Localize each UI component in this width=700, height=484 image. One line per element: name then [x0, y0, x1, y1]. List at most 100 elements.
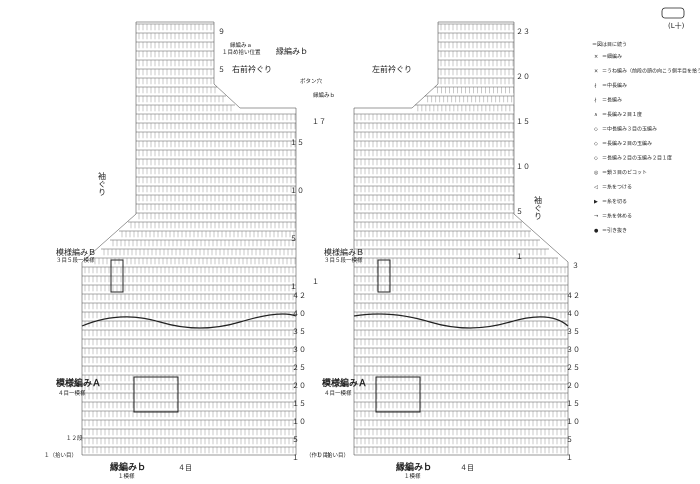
legend-symbol: ◇ [594, 141, 598, 147]
legend-text: ＝うね編み（前段の頭の向こう側半目を拾う細編み） [602, 68, 700, 75]
left-panel-rows [354, 23, 568, 454]
right-panel-mid-row-number: １ [290, 283, 297, 291]
legend-text: ＝長編み２目の玉編み [602, 140, 652, 147]
legend-text: ＝引き抜き [602, 227, 627, 234]
left-panel-top-row-number: １ [516, 253, 523, 261]
bottom-count-left: ４目 [460, 464, 474, 472]
legend-symbol: ◎ [594, 170, 599, 176]
neck-title-left: 左前衿ぐり [372, 64, 412, 74]
pattern-a-label-right: 模様編みＡ [56, 377, 101, 389]
right-panel-low-row-number: １０ [292, 418, 306, 426]
left-panel-top-row-number: １０ [516, 163, 530, 171]
right-panel-low-row-number: ３０ [292, 346, 306, 354]
legend-text: ＝糸を切る [602, 198, 627, 205]
right-panel-mid-row-number: １５ [290, 139, 304, 147]
pickup-left-right: １（拾い目） [44, 451, 77, 459]
legend-symbol: ◇ [594, 127, 598, 133]
legend-symbol: → [594, 214, 598, 220]
armhole-label-right: 袖ぐり [98, 171, 107, 196]
edge-label-a-note: １目め拾い位置 [222, 48, 261, 56]
legend-text: ＝糸を休める [602, 213, 632, 220]
pattern-a-repeat-box-left [375, 376, 421, 413]
left-panel-low-row-number: １５ [566, 400, 580, 408]
legend-text: ＝長編み２目の玉編み２目１度 [602, 155, 672, 162]
buttonhole-note: ボタン穴 [300, 77, 323, 85]
left-panel-row-numbers: ２３ ２０ １５ １０ ５ １ ４２ ４０ ３５ ３０ ２５ ２０ １５ １０ ５ １ ３ [516, 28, 580, 462]
neck-title-right: 右前衿ぐり [232, 64, 272, 74]
right-panel-rows [82, 23, 296, 454]
right-panel-mid-row-number: １０ [290, 187, 304, 195]
right-panel-outline [81, 21, 297, 456]
right-panel-low-row-number: ５ [292, 436, 299, 444]
bottom-count-right: ４目 [178, 464, 192, 472]
left-panel-low-row-number: ２０ [566, 382, 580, 390]
left-front-panel: 左前衿ぐり 袖ぐり 模様編みＢ ３目５段一模様 模様編みＡ ４目一模様 縁編みｂ… [316, 21, 580, 480]
left-panel-low-row-number: ３０ [566, 346, 580, 354]
legend-symbol: × [594, 54, 598, 60]
right-panel-low-row-number: １ [292, 454, 299, 462]
legend-symbol: ◁ [594, 185, 598, 191]
pattern-b-repeat-box-left [377, 259, 391, 293]
pattern-b-label-right: 模様編みＢ [56, 247, 96, 257]
left-panel-low-row-number: ２５ [566, 364, 580, 372]
legend-text: ＝中長編み３目の玉編み [602, 126, 657, 133]
right-panel-low-row-number: ４０ [292, 310, 306, 318]
armhole-label-left: 袖ぐり [534, 195, 543, 220]
left-panel-wave [353, 313, 569, 329]
bottom-edge-note-right: １模様 [118, 472, 135, 480]
legend-symbol: ∤ [594, 83, 597, 89]
left-panel-top-row-number: １５ [516, 118, 530, 126]
right-panel-top-row-number: ９ [218, 28, 225, 36]
legend-symbol: ◇ [594, 156, 598, 162]
pickup-left-left: １（拾い目） [316, 451, 349, 459]
left-panel-outline [353, 21, 569, 456]
left-panel-low-row-number: ４０ [566, 310, 580, 318]
left-panel-low-row-number: １ [566, 454, 573, 462]
legend-symbol: ● [594, 228, 599, 234]
legend-symbol: × [594, 69, 598, 75]
pattern-a-note-right: ４目一模様 [58, 389, 86, 397]
legend-text: ＝中長編み [602, 82, 627, 89]
left-panel-row-marker: ３ [572, 262, 579, 270]
edge-label-b-top: 縁編みｂ [276, 46, 308, 56]
bottom-edge-label-left: 縁編みｂ [396, 461, 432, 473]
left-panel-low-row-number: ５ [566, 436, 573, 444]
right-panel-special-row-number: １７ [312, 118, 326, 126]
page-id-box [661, 7, 685, 19]
left-panel-low-row-number: １０ [566, 418, 580, 426]
right-panel-low-row-number: １５ [292, 400, 306, 408]
pattern-a-note2-right: １２段 [66, 434, 83, 442]
legend-text: ＝細編み [602, 53, 622, 60]
left-panel-top-row-number: ２０ [516, 73, 530, 81]
left-panel-low-row-number: ３５ [566, 328, 580, 336]
legend-symbol: ∧ [594, 112, 598, 118]
legend-text: ＝鎖３目のピコット [602, 169, 647, 176]
left-panel-top-row-number: ５ [516, 208, 523, 216]
legend-header: ＝図は目に続う [592, 41, 627, 48]
pattern-b-note-right: ３目５段一模様 [56, 256, 95, 264]
pattern-a-label-left: 模様編みＡ [322, 377, 367, 389]
pattern-b-repeat-box [110, 259, 124, 293]
pattern-a-repeat-box [133, 376, 179, 413]
symbol-legend: ＝図は目に続う × ＝細編み × ＝うね編み（前段の頭の向こう側半目を拾う細編み） ∤ ＝… [592, 41, 700, 234]
legend-symbol: ▶ [594, 199, 598, 205]
page-id: (L十) [668, 21, 685, 30]
right-panel-mid-row-number: ５ [290, 235, 297, 243]
left-panel-low-row-number: ４２ [566, 292, 580, 300]
legend-text: ＝長編み２目１度 [602, 111, 642, 118]
bottom-edge-note-left: １模様 [404, 472, 421, 480]
right-panel-top-row-number: ５ [218, 66, 225, 74]
legend-symbol: ∤ [594, 98, 597, 104]
pattern-b-label-left: 模様編みＢ [324, 247, 364, 257]
bottom-edge-label-right: 縁編みｂ [110, 461, 146, 473]
left-panel-top-row-number: ２３ [516, 28, 530, 36]
right-panel-wave [81, 313, 297, 329]
right-panel-low-row-number: ２５ [292, 364, 306, 372]
legend-text: ＝長編み [602, 97, 622, 104]
right-panel-special-row-number: １ [312, 278, 319, 286]
right-panel-low-row-number: ２０ [292, 382, 306, 390]
legend-text: ＝糸をつける [602, 184, 632, 191]
pattern-b-note-left: ３目５段一模様 [324, 256, 363, 264]
